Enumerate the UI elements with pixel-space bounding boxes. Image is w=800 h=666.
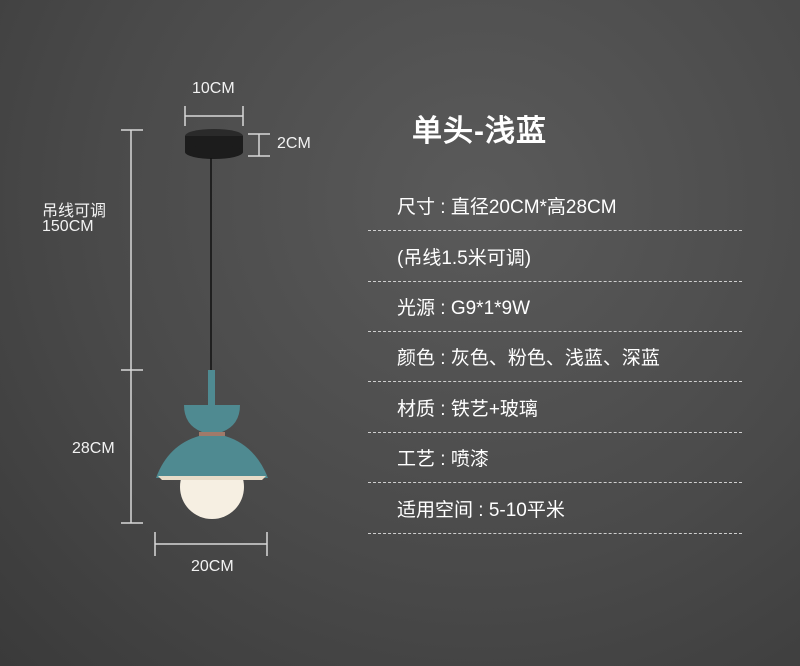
spec-row: 颜色 : 灰色、粉色、浅蓝、深蓝 <box>368 331 742 382</box>
canopy-width-label: 10CM <box>192 80 235 97</box>
lamp-width-label: 20CM <box>191 558 234 575</box>
spec-row: 适用空间 : 5-10平米 <box>368 483 742 534</box>
lamp-height-label: 28CM <box>72 440 115 457</box>
spec-space: 适用空间 : 5-10平米 <box>397 500 565 521</box>
cord-length-value: 150CM <box>42 218 94 235</box>
cord-length-label: 吊线可调 <box>42 203 107 220</box>
pendant-lamp <box>156 129 268 519</box>
spec-size: 尺寸 : 直径20CM*高28CM <box>397 197 617 218</box>
spec-row: 工艺 : 喷漆 <box>368 432 742 483</box>
spec-row: 尺寸 : 直径20CM*高28CM <box>368 180 742 231</box>
spec-colors: 颜色 : 灰色、粉色、浅蓝、深蓝 <box>397 348 660 369</box>
product-title: 单头-浅蓝 <box>412 115 547 148</box>
spec-cord: (吊线1.5米可调) <box>397 248 532 269</box>
spec-row: 材质 : 铁艺+玻璃 <box>368 382 742 433</box>
spec-material: 材质 : 铁艺+玻璃 <box>397 399 538 420</box>
spec-row: (吊线1.5米可调) <box>368 231 742 282</box>
spec-light-source: 光源 : G9*1*9W <box>397 298 531 319</box>
canopy-height-label: 2CM <box>277 135 311 152</box>
spec-finish: 工艺 : 喷漆 <box>397 449 489 470</box>
spec-row: 光源 : G9*1*9W <box>368 281 742 332</box>
dimension-lines <box>121 106 270 556</box>
